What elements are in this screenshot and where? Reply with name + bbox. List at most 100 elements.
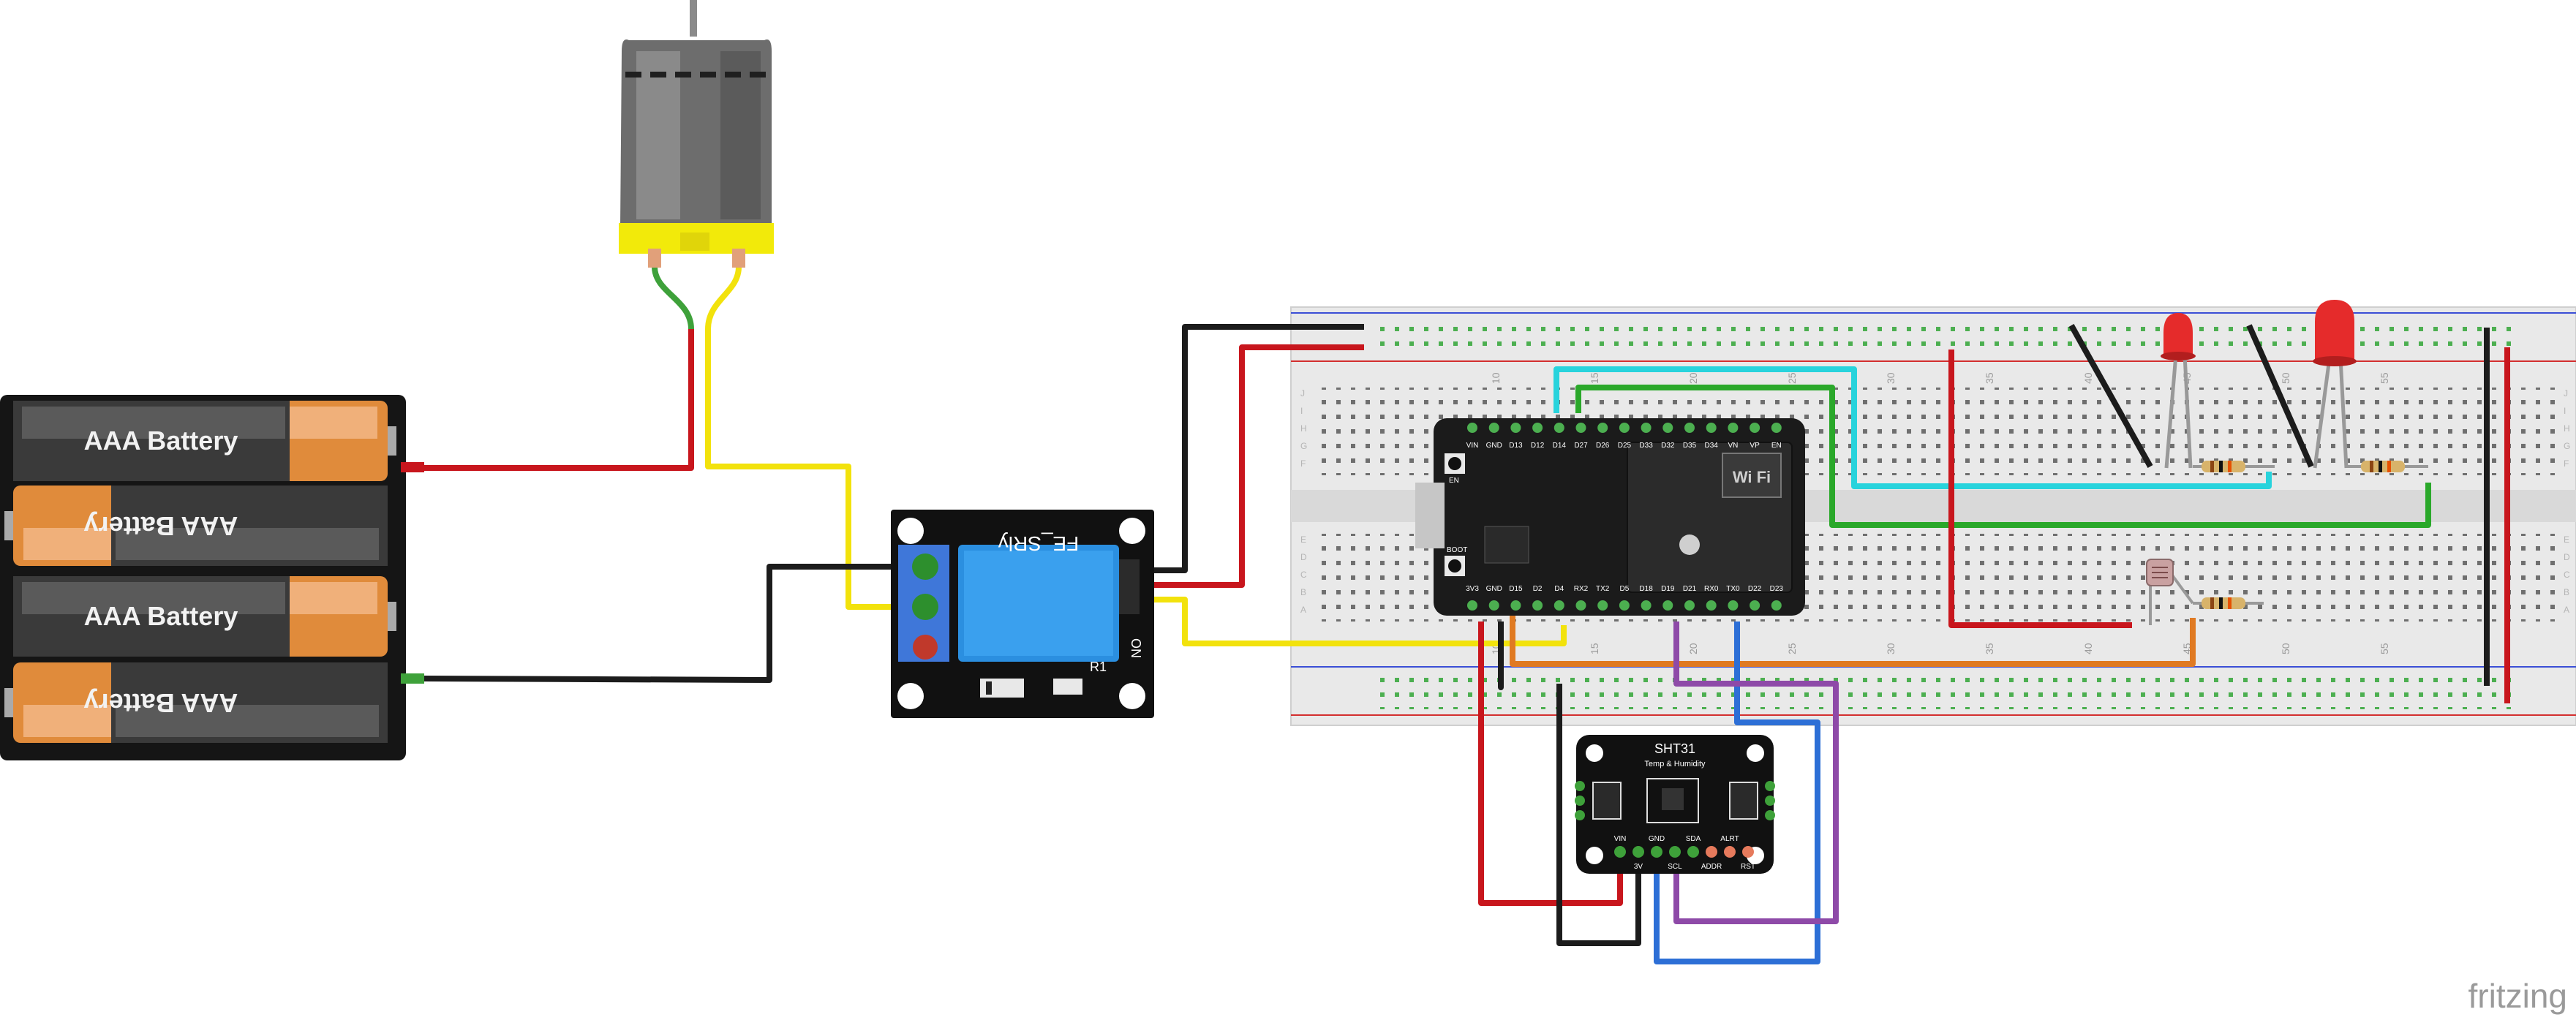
- esp32-pin[interactable]: [1684, 600, 1695, 611]
- wire-black-led2[interactable]: [2246, 324, 2314, 468]
- sensor-pin[interactable]: [1669, 846, 1681, 858]
- battery-terminal-positive[interactable]: [401, 462, 424, 472]
- relay-pin-header[interactable]: [1119, 559, 1140, 614]
- wire-cyan[interactable]: [1553, 366, 2272, 489]
- wire-orange[interactable]: [1510, 614, 2196, 667]
- wire-sensor-scl[interactable]: [1654, 622, 1820, 964]
- sensor-pin[interactable]: [1706, 846, 1717, 858]
- led-2[interactable]: [2315, 300, 2354, 360]
- boot-label: BOOT: [1447, 546, 1467, 554]
- wire-motor-lead-yellow[interactable]: [705, 266, 742, 330]
- qwiic-pin: [1765, 796, 1775, 806]
- esp32-pin[interactable]: [1467, 423, 1477, 433]
- wire-red-ldr[interactable]: [1948, 350, 2132, 628]
- sensor-pin[interactable]: [1632, 846, 1644, 858]
- esp32-pin[interactable]: [1488, 423, 1499, 433]
- esp32-pin[interactable]: [1597, 423, 1608, 433]
- sensor-pin[interactable]: [1614, 846, 1626, 858]
- esp32-pin[interactable]: [1750, 423, 1760, 433]
- esp32-pin-label: D26: [1596, 442, 1610, 450]
- wire-relay-signal[interactable]: [1130, 597, 1567, 646]
- led-1[interactable]: [2163, 313, 2193, 355]
- esp32-pin[interactable]: [1575, 423, 1586, 433]
- battery-label: AAA Battery: [84, 601, 238, 631]
- dc-motor[interactable]: [619, 0, 774, 268]
- qwiic-pin: [1575, 796, 1585, 806]
- row-letter: H: [2564, 423, 2570, 434]
- esp32-pin[interactable]: [1706, 600, 1717, 611]
- wire-sensor-gnd-2[interactable]: [1556, 684, 1641, 946]
- esp32-pin[interactable]: [1684, 423, 1695, 433]
- resistor-1[interactable]: [2193, 461, 2275, 472]
- column-number: 25: [1786, 643, 1798, 654]
- esp32-pin[interactable]: [1619, 600, 1630, 611]
- battery-terminal-negative[interactable]: [401, 673, 424, 684]
- esp32-pin[interactable]: [1641, 423, 1652, 433]
- motor-terminal-2[interactable]: [732, 249, 745, 268]
- wire-green[interactable]: [1575, 385, 2431, 528]
- row-letter: E: [2564, 534, 2569, 545]
- relay-module[interactable]: FE_SRly R1 NO: [891, 510, 1154, 718]
- esp32-pin[interactable]: [1771, 600, 1782, 611]
- column-number: 10: [1490, 372, 1502, 384]
- column-number: 30: [1885, 643, 1897, 654]
- wire-sensor-vin[interactable]: [1478, 622, 1623, 906]
- sensor-pin-label: SCL: [1668, 863, 1682, 871]
- row-letter: A: [1300, 605, 1306, 615]
- esp32-pin[interactable]: [1532, 423, 1543, 433]
- wire-battery-positive[interactable]: [424, 329, 694, 471]
- esp32-pin[interactable]: [1488, 600, 1499, 611]
- motor-terminal-1[interactable]: [648, 249, 661, 268]
- sensor-pin[interactable]: [1742, 846, 1754, 858]
- esp32-pin-label: D19: [1661, 585, 1675, 593]
- column-number: 40: [2082, 372, 2094, 384]
- wire-relay-gnd[interactable]: [1130, 324, 1364, 573]
- wire-battery-negative[interactable]: [423, 564, 925, 683]
- wire-motor-to-relay[interactable]: [705, 329, 925, 610]
- esp32-pin[interactable]: [1771, 423, 1782, 433]
- esp32-pin-label: D22: [1748, 585, 1762, 593]
- row-letter: J: [1300, 388, 1305, 398]
- sensor-pin-label: ADDR: [1701, 863, 1722, 871]
- sensor-pin[interactable]: [1651, 846, 1662, 858]
- esp32-pin[interactable]: [1553, 600, 1564, 611]
- esp32-pin[interactable]: [1510, 600, 1521, 611]
- wire-sensor-sda[interactable]: [1673, 622, 1839, 924]
- sensor-pin[interactable]: [1687, 846, 1699, 858]
- battery-cell: AAA Battery: [13, 401, 396, 481]
- esp32-chip: [1484, 526, 1529, 564]
- esp32-pin[interactable]: [1553, 423, 1564, 433]
- photoresistor[interactable]: [2146, 559, 2194, 625]
- resistor-2[interactable]: [2346, 461, 2428, 472]
- esp32-pin[interactable]: [1532, 600, 1543, 611]
- sensor-name: SHT31: [1654, 741, 1695, 756]
- esp32-pin[interactable]: [1662, 423, 1673, 433]
- en-label: EN: [1449, 477, 1459, 485]
- esp32-pin[interactable]: [1750, 600, 1760, 611]
- esp32-pin[interactable]: [1597, 600, 1608, 611]
- esp32-pin-label: TX2: [1596, 585, 1610, 593]
- esp32-pin[interactable]: [1619, 423, 1630, 433]
- esp32-pin[interactable]: [1467, 600, 1477, 611]
- wire-black-led1[interactable]: [2068, 324, 2153, 468]
- resistor-3[interactable]: [2193, 597, 2264, 609]
- esp32-pin[interactable]: [1728, 423, 1739, 433]
- wire-motor-lead-green[interactable]: [652, 266, 694, 330]
- esp32-pin[interactable]: [1575, 600, 1586, 611]
- qwiic-pin: [1575, 781, 1585, 791]
- breadboard: 1010151520202525303035354040454550505555…: [1290, 306, 2576, 726]
- esp32-pin-label: D2: [1533, 585, 1543, 593]
- esp32-pin[interactable]: [1728, 600, 1739, 611]
- esp32-pin[interactable]: [1641, 600, 1652, 611]
- sensor-pin[interactable]: [1724, 846, 1736, 858]
- esp32-pin-label: D12: [1531, 442, 1545, 450]
- esp32-pin[interactable]: [1510, 423, 1521, 433]
- sht31-sensor[interactable]: SHT31 Temp & Humidity VIN3VGNDSCLSDAADDR…: [1575, 735, 1775, 874]
- esp32-pin[interactable]: [1662, 600, 1673, 611]
- esp32-pin[interactable]: [1706, 423, 1717, 433]
- wire-relay-vcc[interactable]: [1130, 344, 1364, 588]
